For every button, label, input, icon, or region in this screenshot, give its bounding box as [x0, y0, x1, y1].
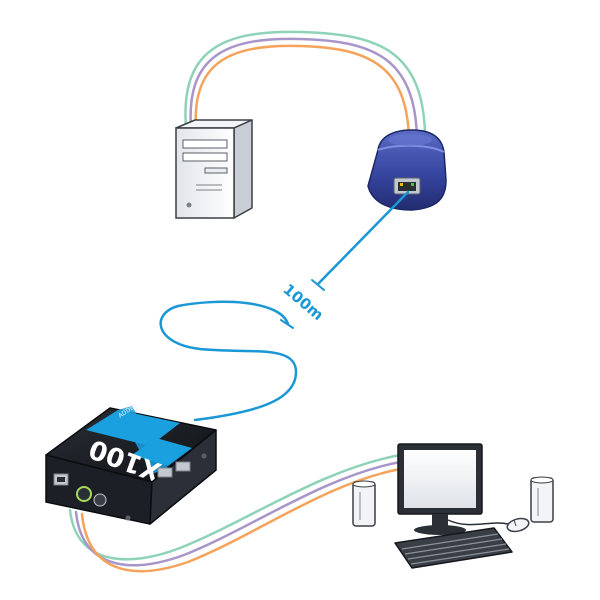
workstation-monitor-icon — [397, 443, 509, 535]
speaker-icon — [530, 476, 554, 523]
transmitter-dongle-icon — [367, 129, 447, 211]
cable-break-tick-upper — [311, 279, 325, 291]
cat5-cable — [159, 190, 410, 422]
cat5-cable-lower — [159, 300, 298, 422]
speaker-icon — [352, 480, 376, 527]
cable-orange — [194, 44, 411, 152]
mouse-icon — [506, 517, 530, 533]
computer-tower-icon — [175, 119, 253, 219]
keyboard-icon — [394, 527, 513, 569]
cat5-cable-upper — [316, 190, 410, 286]
cable-green — [184, 30, 427, 152]
tower-cable-bundle — [184, 30, 427, 152]
cable-orange — [80, 467, 402, 573]
cable-purple — [189, 37, 419, 152]
workstation-cable-bundle — [68, 453, 402, 573]
extender-receiver-icon: X100 ADDER — [45, 402, 217, 525]
